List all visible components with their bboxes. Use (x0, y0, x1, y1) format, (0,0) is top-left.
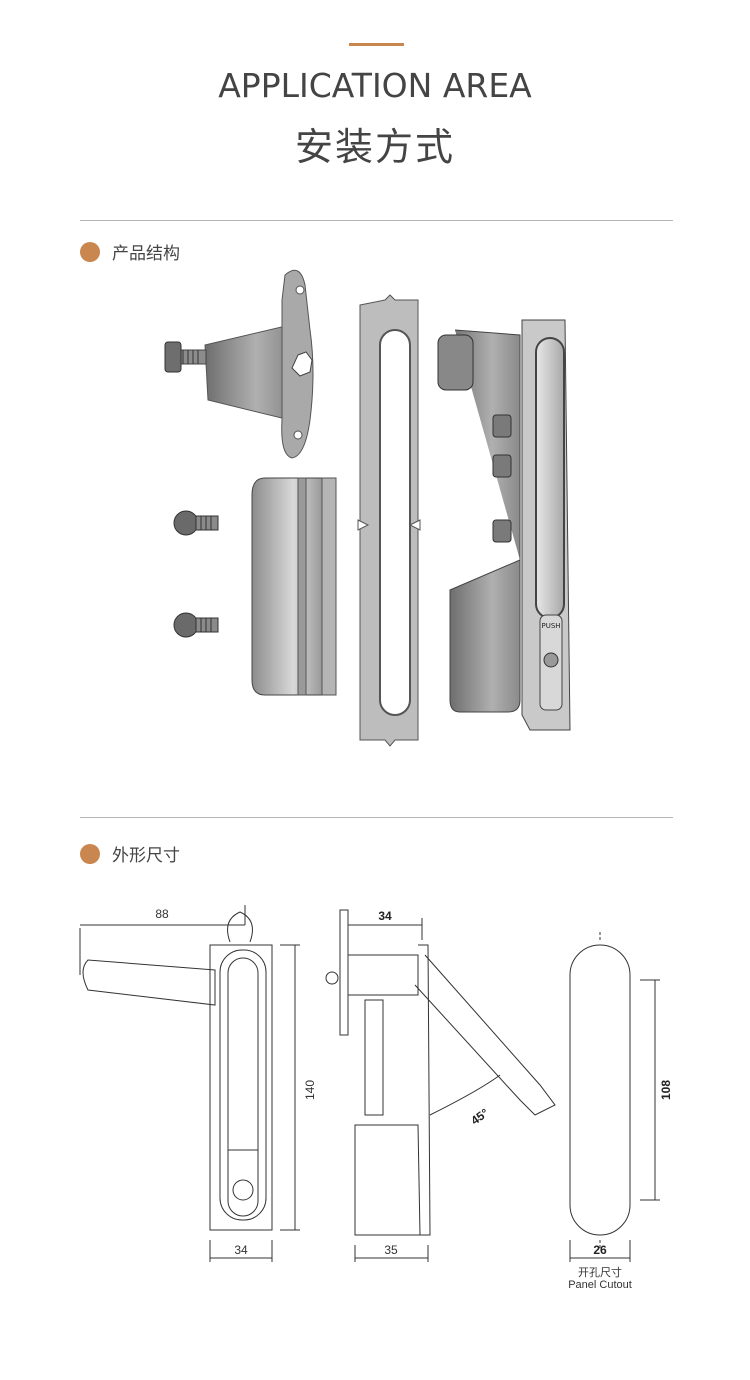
exploded-structure-illustration: PUSH (164, 269, 571, 747)
section-header-structure: 产品结构 (80, 239, 180, 264)
screw-top (173, 510, 219, 536)
dim-depth-top: 34 (378, 909, 392, 923)
push-label: PUSH (541, 622, 560, 630)
dim-swing-angle: 45° (468, 1106, 491, 1128)
gasket-plate (357, 294, 421, 747)
handle-cap (251, 477, 337, 696)
dim-cutout-height: 108 (659, 1080, 673, 1100)
page-title-zh: 安装方式 (294, 125, 455, 169)
section-label-structure: 产品结构 (112, 244, 180, 264)
page-title-en: APPLICATION AREA (218, 66, 532, 105)
lock-body: PUSH (437, 319, 571, 731)
shaft-screw (164, 341, 207, 373)
cutout-label-en: Panel Cutout (568, 1279, 632, 1291)
dim-cutout-width: 26 (593, 1243, 607, 1257)
mounting-bracket (204, 269, 314, 459)
header-accent-bar (349, 43, 404, 46)
dim-height: 140 (303, 1080, 317, 1100)
section-dot-icon (80, 241, 100, 262)
screw-bottom (173, 612, 219, 638)
dim-width-front: 34 (234, 1243, 248, 1257)
divider-top (80, 220, 673, 221)
section-header-dimensions: 外形尺寸 (80, 841, 180, 866)
dim-handle-reach: 88 (155, 907, 169, 921)
section-dot-icon (80, 843, 100, 864)
side-view (325, 909, 556, 1262)
panel-cutout-label: 开孔尺寸 Panel Cutout (550, 1267, 650, 1291)
front-view (79, 905, 300, 1262)
panel-cutout-view (569, 930, 660, 1262)
dimension-drawings: 88 140 34 34 35 45° 108 26 (79, 905, 673, 1262)
cutout-label-zh: 开孔尺寸 (578, 1267, 622, 1279)
dim-depth-bottom: 35 (384, 1243, 398, 1257)
divider-middle (80, 817, 673, 818)
section-label-dimensions: 外形尺寸 (112, 846, 180, 866)
